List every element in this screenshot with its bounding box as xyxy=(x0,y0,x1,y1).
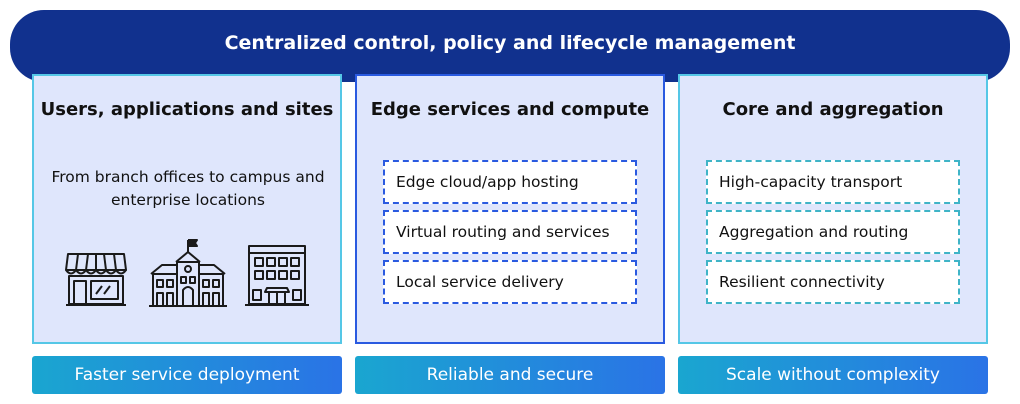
column-core-aggregation: Core and aggregation High-capacity trans… xyxy=(678,74,988,344)
list-item: Resilient connectivity xyxy=(706,260,960,304)
column-users-sites: Users, applications and sites From branc… xyxy=(32,74,342,344)
list-item: Local service delivery xyxy=(383,260,637,304)
core-aggregation-list: High-capacity transport Aggregation and … xyxy=(706,160,960,310)
list-item: Virtual routing and services xyxy=(383,210,637,254)
office-building-icon xyxy=(245,245,309,306)
column-title: Users, applications and sites xyxy=(40,99,334,120)
site-icons xyxy=(34,238,340,308)
banner-title: Centralized control, policy and lifecycl… xyxy=(224,32,796,54)
edge-services-list: Edge cloud/app hosting Virtual routing a… xyxy=(383,160,637,310)
column-edge-services: Edge services and compute Edge cloud/app… xyxy=(355,74,665,344)
column-subtitle: From branch offices to campus and enterp… xyxy=(51,168,325,209)
column-title: Edge services and compute xyxy=(370,99,650,120)
benefit-pill-reliable-secure: Reliable and secure xyxy=(355,356,665,394)
list-item: Aggregation and routing xyxy=(706,210,960,254)
management-banner: Centralized control, policy and lifecycl… xyxy=(10,10,1010,82)
benefit-pill-scale: Scale without complexity xyxy=(678,356,988,394)
list-item: Edge cloud/app hosting xyxy=(383,160,637,204)
storefront-icon xyxy=(65,253,127,306)
benefit-pill-faster-deployment: Faster service deployment xyxy=(32,356,342,394)
school-building-icon xyxy=(149,239,227,307)
list-item: High-capacity transport xyxy=(706,160,960,204)
column-title: Core and aggregation xyxy=(722,99,944,120)
